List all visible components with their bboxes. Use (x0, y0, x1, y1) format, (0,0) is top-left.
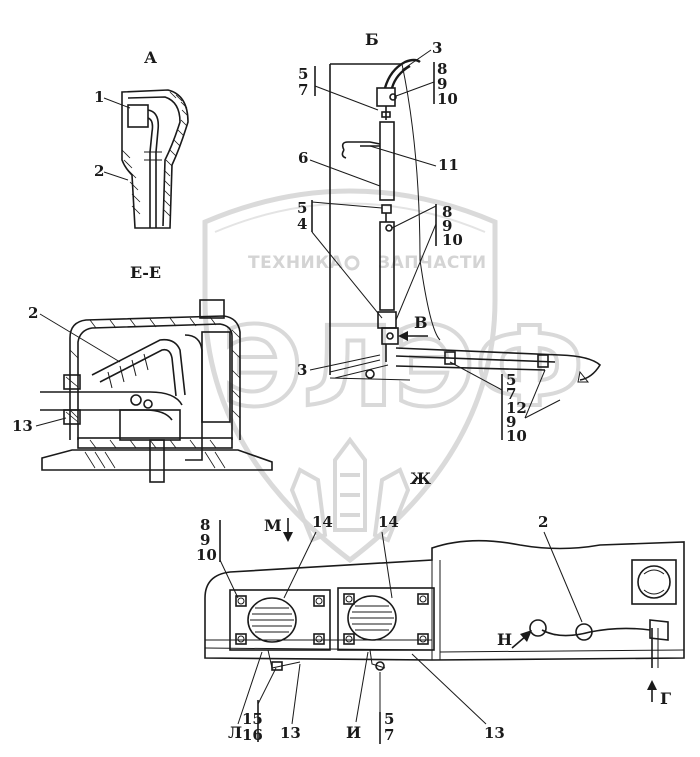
view-b-detail: Б (297, 30, 602, 445)
view-b-callout-7-top: 7 (298, 81, 308, 99)
view-zh-callout-13-left: 13 (280, 724, 301, 742)
view-zh-callout-14-right: 14 (378, 513, 399, 531)
view-a-callout-1: 1 (94, 88, 104, 106)
view-b-callout-9-bot: 9 (506, 413, 516, 431)
view-b-callout-7-bot: 7 (506, 385, 516, 403)
view-b-callout-5-top: 5 (298, 65, 308, 83)
view-a-detail: А 1 2 (94, 48, 189, 229)
view-b-callout-12-bot: 12 (506, 399, 527, 417)
section-ee-callout-2: 2 (28, 304, 38, 322)
watermark-big-letters: ЭЛЭФ (222, 303, 584, 431)
view-b-callout-3-bot: 3 (297, 361, 307, 379)
view-zh-callout-14-left: 14 (312, 513, 333, 531)
watermark-wheat-icon (289, 436, 411, 543)
view-zh-callout-5: 5 (384, 710, 394, 728)
view-b-callout-9-top: 9 (437, 75, 447, 93)
view-i-label: И (346, 723, 361, 742)
section-ee-callout-13: 13 (12, 417, 33, 435)
view-n-label: Н (497, 630, 512, 649)
view-b-callout-10-bot: 10 (506, 427, 527, 445)
view-l-label: Л (228, 723, 242, 742)
view-zh-callout-13-right: 13 (484, 724, 505, 742)
view-g-label: Г (660, 689, 671, 708)
view-b-callout-9-mid: 9 (442, 217, 452, 235)
view-a-callout-2: 2 (94, 162, 104, 180)
watermark-shield (202, 188, 498, 564)
view-zh-callout-7: 7 (384, 726, 394, 744)
view-zh-callout-9: 9 (200, 531, 210, 549)
view-a-label: А (144, 48, 157, 67)
view-b-callout-10-mid: 10 (442, 231, 463, 249)
section-ee-detail: Е-Е (12, 263, 273, 483)
view-b-callout-4-mid: 4 (297, 215, 307, 233)
view-b-callout-10-top: 10 (437, 90, 458, 108)
watermark: ТЕХНИКА ЗАПЧАСТИ ЭЛЭФ (202, 188, 586, 564)
section-ee-label: Е-Е (130, 263, 161, 282)
view-zh-callout-2: 2 (538, 513, 548, 531)
view-b-callout-3-top: 3 (432, 39, 442, 57)
view-b-callout-8-mid: 8 (442, 203, 452, 221)
watermark-right-word: ЗАПЧАСТИ (378, 253, 487, 273)
view-b-callout-8-top: 8 (437, 60, 447, 78)
view-b-callout-5-mid: 5 (297, 199, 307, 217)
view-zh-callout-16: 16 (242, 726, 263, 744)
view-m-label: М (264, 516, 282, 535)
view-zh-callout-8: 8 (200, 516, 210, 534)
view-b-callout-11: 11 (438, 156, 459, 174)
view-zh-detail: Ж (196, 469, 685, 744)
watermark-left-word: ТЕХНИКА (248, 253, 344, 273)
view-b-callout-6: 6 (298, 149, 308, 167)
view-zh-callout-15: 15 (242, 710, 263, 728)
view-zh-callout-10: 10 (196, 546, 217, 564)
view-b-callout-5-bot: 5 (506, 371, 516, 389)
view-zh-label: Ж (410, 469, 431, 488)
view-v-label: В (414, 313, 428, 332)
watermark-gear-icon (344, 255, 360, 271)
view-b-label: Б (365, 30, 379, 49)
